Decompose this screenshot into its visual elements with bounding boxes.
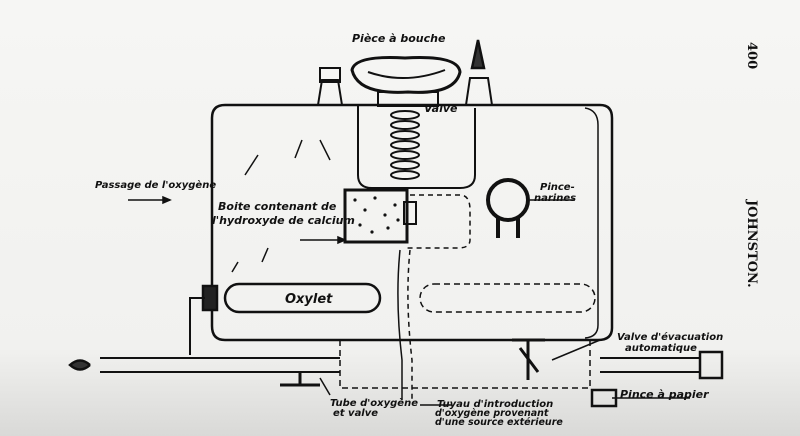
lower-tank: [339, 339, 591, 389]
label-inlet-1: Tuyau d'introduction: [437, 399, 553, 410]
label-nose-clip-1: Pince-: [540, 182, 575, 193]
mouthpiece: [350, 56, 462, 94]
label-valve: Valve: [424, 102, 458, 115]
label-exhaust-1: Valve d'évacuation: [617, 331, 723, 343]
label-tube-1: Tube d'oxygène: [330, 397, 418, 409]
flow-arrows: [128, 139, 690, 406]
label-paper-clip: Pince à papier: [620, 388, 709, 401]
label-tube-2: et valve: [333, 408, 378, 419]
horizontal-pipe: [100, 357, 700, 373]
breathing-bag: [210, 103, 614, 342]
label-box-2: l'hydroxyde de calcium: [212, 214, 355, 227]
label-box-1: Boite contenant de: [218, 200, 337, 213]
bag-side-fold: [584, 107, 599, 339]
oxylet-cylinder: [223, 282, 382, 314]
label-exhaust-2: automatique: [625, 343, 697, 354]
label-inlet-3: d'une source extérieure: [435, 417, 563, 428]
label-oxygen-passage: Passage de l'oxygène: [95, 179, 216, 191]
running-head: JOHNSTON.: [744, 199, 759, 288]
valve: [377, 91, 439, 107]
nose-clip: [486, 178, 530, 222]
label-inlet-2: d'oxygène provenant: [435, 408, 549, 419]
calcium-hydroxide-box: [343, 188, 409, 244]
calcium-granules: [353, 196, 400, 234]
left-neck: [317, 79, 343, 106]
top-spike: [470, 39, 486, 70]
label-mouthpiece: Pièce à bouche: [352, 32, 446, 45]
label-nose-clip-2: narines: [534, 193, 576, 204]
corrugated-tube: [390, 110, 420, 180]
right-neck: [465, 77, 493, 106]
label-oxylet: Oxylet: [285, 292, 333, 307]
exhaust-valve: [512, 338, 545, 380]
page-number: 400: [744, 42, 759, 69]
